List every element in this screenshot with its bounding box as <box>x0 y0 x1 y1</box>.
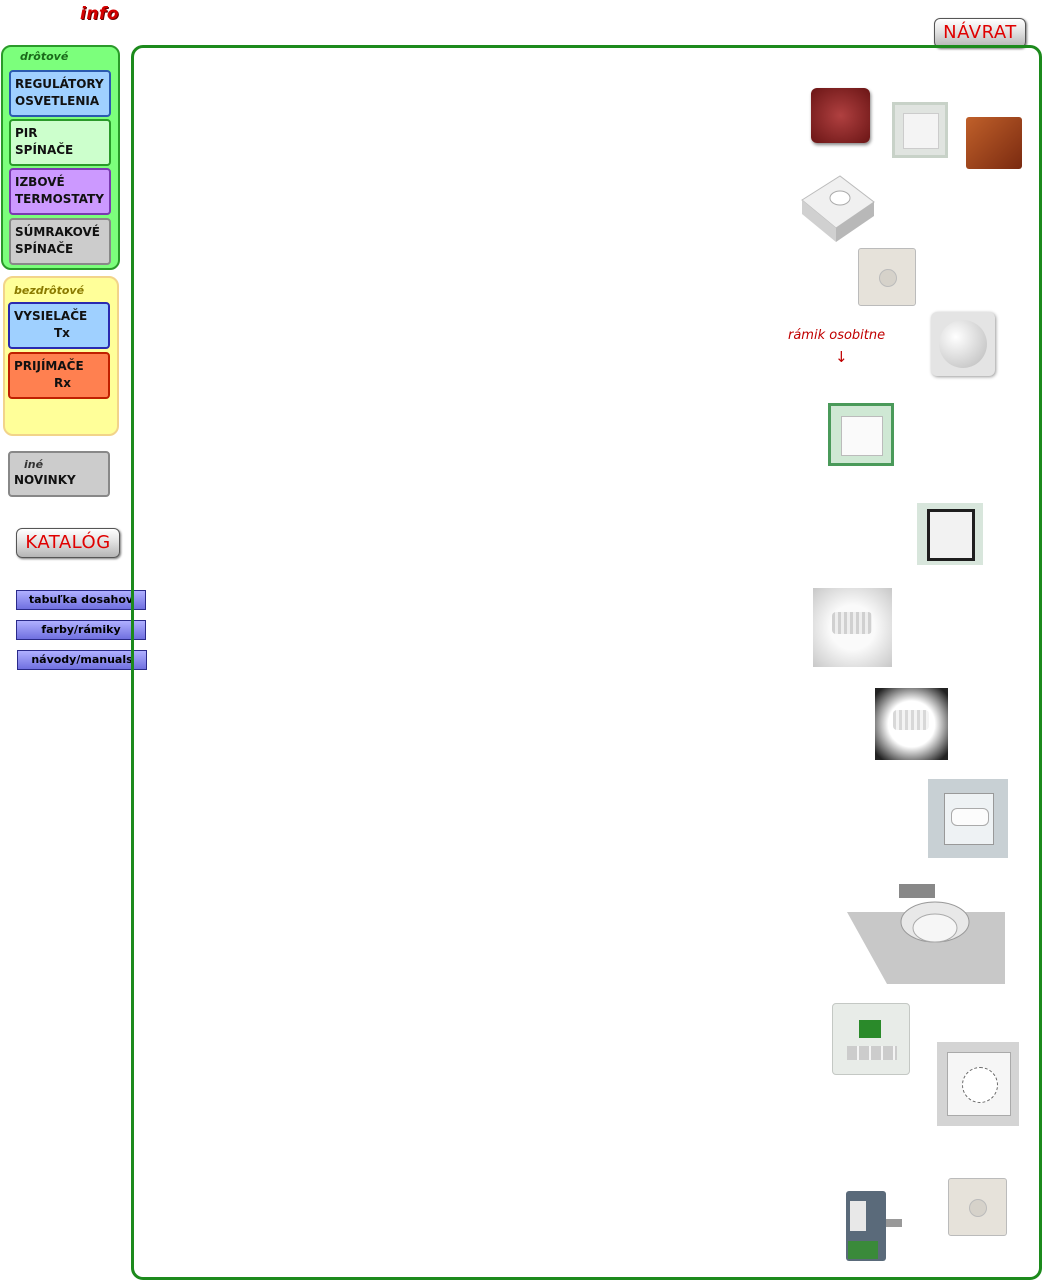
main-content-frame <box>131 45 1042 1280</box>
ceiling-pir-360-icon[interactable] <box>847 884 1005 984</box>
link-tabulka-dosahov[interactable]: tabuľka dosahov <box>16 590 146 610</box>
nav-novinky[interactable]: iné NOVINKY <box>8 451 110 497</box>
down-arrow-icon: ↓ <box>835 348 848 366</box>
dimmer-red-icon[interactable] <box>811 88 870 143</box>
nav-prijimace[interactable]: PRIJÍMAČE Rx <box>8 352 110 399</box>
nav-label-line2: SPÍNAČE <box>15 143 74 157</box>
frame-separately-note: rámik osobitne <box>788 328 886 343</box>
pir-dome-icon[interactable] <box>931 312 995 376</box>
nav-regulatory-osvetlenia[interactable]: REGULÁTORY OSVETLENIA <box>9 70 111 117</box>
nav-vysielace[interactable]: VYSIELAČE Tx <box>8 302 110 349</box>
pir-grey-frame-icon[interactable] <box>928 779 1008 858</box>
twilight-module-icon[interactable] <box>836 1185 904 1269</box>
ceiling-pir-box-icon[interactable] <box>800 170 876 244</box>
pir-green-frame-icon[interactable] <box>828 403 894 466</box>
nav-label-line2: OSVETLENIA <box>15 94 100 108</box>
link-farby-ramiky[interactable]: farby/rámiky <box>16 620 146 640</box>
other-label: iné <box>24 458 44 471</box>
nav-label-line1: SÚMRAKOVÉ <box>15 225 100 239</box>
nav-izbove-termostaty[interactable]: IZBOVÉ TERMOSTATY <box>9 168 111 215</box>
dimmer-wood-icon[interactable] <box>966 117 1022 169</box>
pir-wall-sensor-dark-icon[interactable] <box>875 688 948 760</box>
wireless-label: bezdrôtové <box>14 284 85 297</box>
nav-label-line2: Rx <box>54 376 71 390</box>
nav-label: NOVINKY <box>14 473 76 487</box>
nav-label-line1: PIR <box>15 126 38 140</box>
catalog-button[interactable]: KATALÓG <box>16 528 120 558</box>
nav-sumrakove-spinace[interactable]: SÚMRAKOVÉ SPÍNAČE <box>9 218 111 265</box>
nav-label-line1: VYSIELAČE <box>14 309 88 323</box>
nav-label-line1: REGULÁTORY <box>15 77 104 91</box>
wired-label: drôtové <box>20 50 69 63</box>
info-link[interactable]: info <box>80 4 120 24</box>
round-switch-icon[interactable] <box>858 248 916 306</box>
nav-label-line2: Tx <box>54 326 70 340</box>
dial-thermostat-icon[interactable] <box>937 1042 1019 1126</box>
nav-pir-spinace[interactable]: PIR SPÍNAČE <box>9 119 111 166</box>
pir-black-frame-icon[interactable] <box>917 503 983 565</box>
link-navody-manuals[interactable]: návody/manuals <box>17 650 147 670</box>
nav-label-line2: SPÍNAČE <box>15 242 74 256</box>
back-button[interactable]: NÁVRAT <box>934 18 1026 48</box>
nav-label-line2: TERMOSTATY <box>15 192 104 206</box>
nav-label-line1: PRIJÍMAČE <box>14 359 84 373</box>
twilight-switch-icon[interactable] <box>948 1178 1007 1236</box>
dimmer-white-icon[interactable] <box>892 102 948 158</box>
digital-thermostat-icon[interactable] <box>832 1003 910 1075</box>
pir-wall-sensor-icon[interactable] <box>813 588 892 667</box>
nav-label-line1: IZBOVÉ <box>15 175 65 189</box>
